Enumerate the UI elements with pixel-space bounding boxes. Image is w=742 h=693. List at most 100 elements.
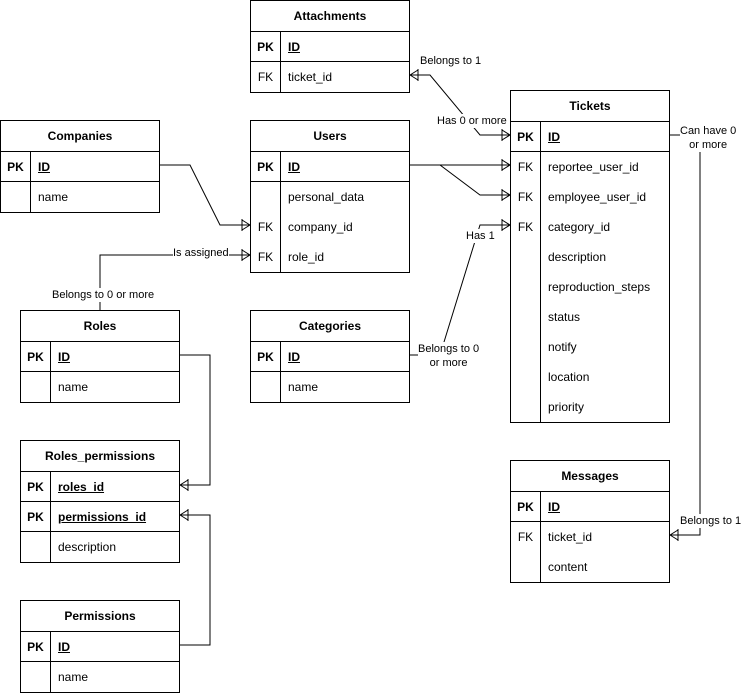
key-badge	[21, 532, 51, 562]
key-badge	[511, 392, 541, 422]
entity-users[interactable]: Users PK ID personal_data FK company_id …	[250, 120, 410, 273]
field-name: ID	[288, 159, 300, 174]
field-name: reportee_user_id	[548, 160, 639, 174]
entity-title: Companies	[1, 121, 159, 152]
link-users-tickets-employee	[410, 164, 510, 196]
key-badge	[511, 362, 541, 392]
entity-row: FK category_id	[511, 212, 669, 242]
entity-row: FK role_id	[251, 242, 409, 272]
entity-row: PK ID	[251, 342, 409, 372]
entity-row: FK ticket_id	[511, 522, 669, 552]
field-name: name	[288, 380, 319, 394]
key-badge: FK	[251, 212, 281, 242]
entity-row: reproduction_steps	[511, 272, 669, 302]
key-badge	[511, 272, 541, 302]
label-line: or more	[429, 357, 468, 369]
entity-row: PK permissions_id	[21, 502, 179, 532]
key-badge	[511, 552, 541, 582]
key-badge: PK	[21, 632, 51, 661]
entity-row: status	[511, 302, 669, 332]
crowsfoot-tickets-employee	[501, 189, 511, 201]
key-badge: PK	[21, 342, 51, 371]
entity-row: PK ID	[511, 492, 669, 522]
key-badge: PK	[1, 152, 31, 181]
key-badge	[511, 302, 541, 332]
field-name: role_id	[288, 250, 325, 264]
entity-title: Attachments	[251, 1, 409, 32]
entity-row: name	[21, 372, 179, 402]
key-badge	[511, 332, 541, 362]
label-is-assigned: Is assigned	[173, 246, 229, 260]
field-name: ticket_id	[548, 530, 593, 544]
field-name: ticket_id	[288, 70, 333, 84]
field-name: description	[58, 540, 117, 554]
key-badge: FK	[251, 62, 281, 92]
entity-title: Categories	[251, 311, 409, 342]
entity-attachments[interactable]: Attachments PK ID FK ticket_id	[250, 0, 410, 93]
label-categories-belongs-to-0-or-more: Belongs to 0 or more	[418, 342, 480, 370]
entity-row: PK ID	[21, 342, 179, 372]
field-name: content	[548, 560, 588, 574]
crowsfoot-tickets-reportee	[501, 159, 511, 171]
key-badge: FK	[251, 242, 281, 272]
field-name: ID	[58, 639, 70, 654]
entity-companies[interactable]: Companies PK ID name	[0, 120, 160, 213]
field-name: employee_user_id	[548, 190, 647, 204]
key-badge: PK	[251, 342, 281, 371]
key-badge	[251, 182, 281, 212]
key-badge	[21, 372, 51, 402]
label-line: Belongs to 0	[418, 343, 480, 355]
entity-row: FK employee_user_id	[511, 182, 669, 212]
label-tickets-has-0-or-more: Has 0 or more	[437, 114, 507, 128]
label-line: or more	[689, 139, 728, 151]
link-companies-users	[160, 164, 250, 226]
entity-row: PK ID	[21, 632, 179, 662]
entity-permissions[interactable]: Permissions PK ID name	[20, 600, 180, 693]
entity-row: PK ID	[251, 32, 409, 62]
label-tickets-can-have-0-or-more: Can have 0 or more	[680, 124, 737, 152]
entity-row: FK ticket_id	[251, 62, 409, 92]
entity-row: location	[511, 362, 669, 392]
entity-row: personal_data	[251, 182, 409, 212]
key-badge: PK	[21, 472, 51, 501]
field-name: reproduction_steps	[548, 280, 651, 294]
entity-row: name	[1, 182, 159, 212]
entity-row: description	[21, 532, 179, 562]
crowsfoot-users-role	[241, 249, 251, 261]
entity-title: Roles_permissions	[21, 441, 179, 472]
link-tickets-messages	[670, 134, 701, 536]
key-badge	[511, 242, 541, 272]
entity-title: Roles	[21, 311, 179, 342]
crowsfoot-tickets-id	[501, 129, 511, 141]
key-badge: PK	[251, 32, 281, 61]
field-name: ID	[58, 349, 70, 364]
entity-row: FK company_id	[251, 212, 409, 242]
entity-tickets[interactable]: Tickets PK ID FK reportee_user_id FK emp…	[510, 90, 670, 423]
field-name: ID	[548, 499, 560, 514]
entity-title: Users	[251, 121, 409, 152]
field-name: priority	[548, 400, 585, 414]
entity-categories[interactable]: Categories PK ID name	[250, 310, 410, 403]
entity-title: Permissions	[21, 601, 179, 632]
key-badge: PK	[251, 152, 281, 181]
entity-messages[interactable]: Messages PK ID FK ticket_id content	[510, 460, 670, 583]
entity-title: Tickets	[511, 91, 669, 122]
entity-roles[interactable]: Roles PK ID name	[20, 310, 180, 403]
entity-roles-permissions[interactable]: Roles_permissions PK roles_id PK permiss…	[20, 440, 180, 563]
link-roles-roles-permissions	[180, 354, 211, 486]
link-permissions-roles-permissions	[180, 514, 211, 646]
label-roles-belongs-to-0-or-more: Belongs to 0 or more	[52, 288, 155, 302]
field-name: name	[58, 380, 89, 394]
key-badge: FK	[511, 182, 541, 212]
entity-row: PK ID	[511, 122, 669, 152]
crowsfoot-attachments	[409, 69, 419, 81]
entity-row: name	[251, 372, 409, 402]
field-name: roles_id	[58, 479, 105, 494]
field-name: ID	[288, 39, 300, 54]
entity-row: name	[21, 662, 179, 692]
entity-row: notify	[511, 332, 669, 362]
entity-row: description	[511, 242, 669, 272]
field-name: notify	[548, 340, 577, 354]
entity-row: priority	[511, 392, 669, 422]
label-attachments-belongs-to-1: Belongs to 1	[420, 54, 482, 68]
